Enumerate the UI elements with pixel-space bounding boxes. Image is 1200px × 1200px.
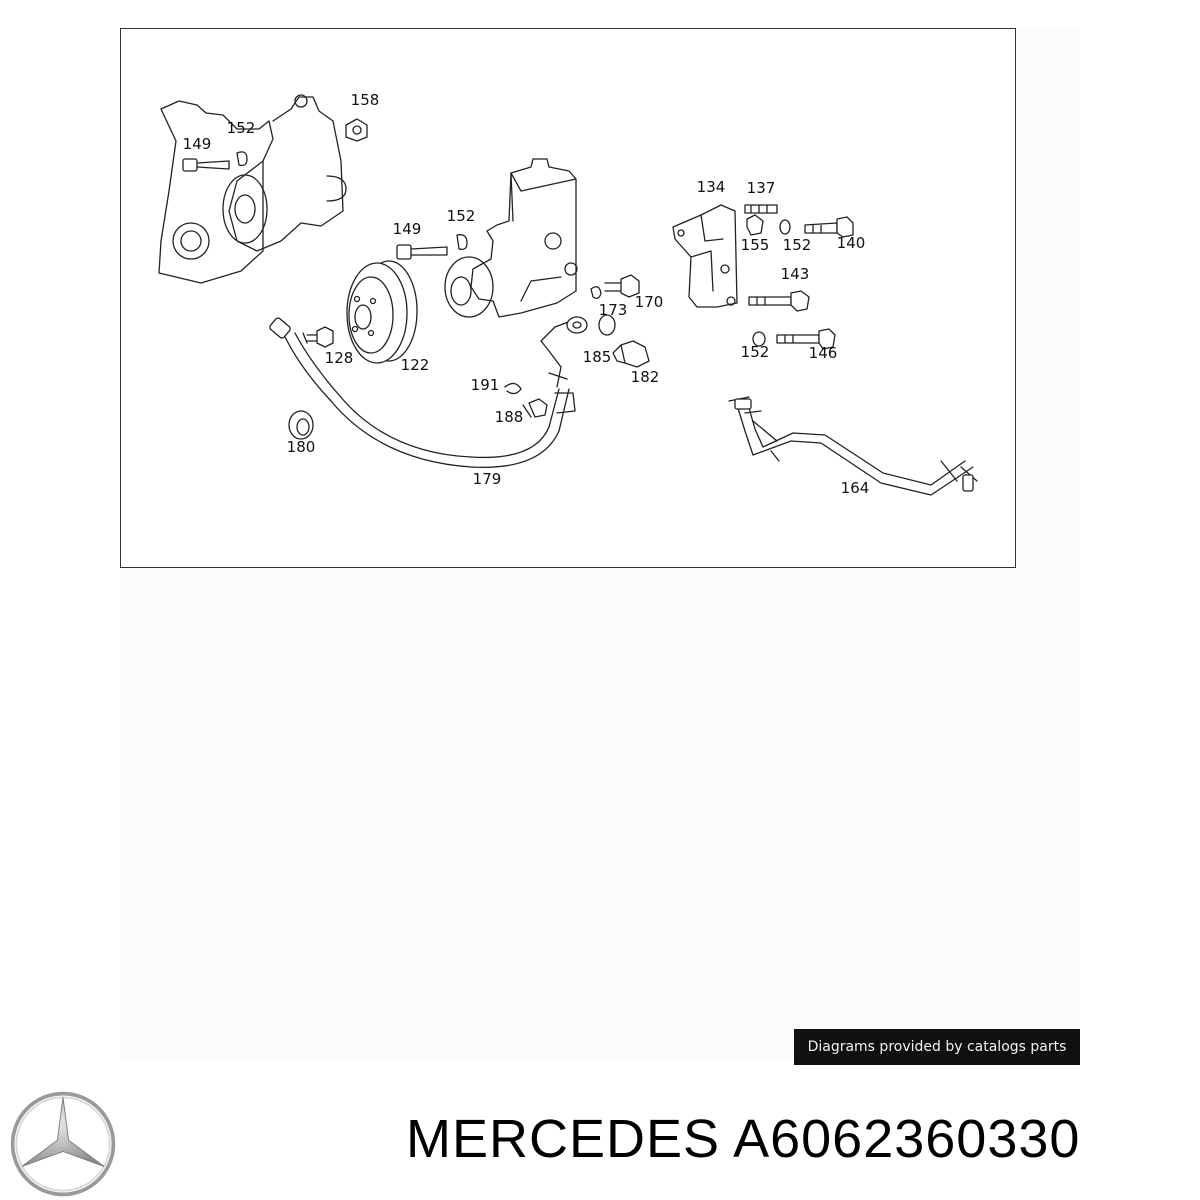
clip-191: [504, 382, 522, 395]
bolt-149-b: [396, 244, 448, 260]
bracket-134: [672, 204, 738, 308]
mercedes-star-icon: [10, 1091, 116, 1197]
bolt-140: [804, 216, 854, 238]
callout-128: 128: [325, 349, 354, 367]
return-line-164: [728, 396, 978, 496]
exploded-view-drawing: 158 152 149 134 137 149 152 155 152 140 143 170 173 1…: [158, 91, 978, 497]
callout-191: 191: [471, 376, 500, 394]
part-number: A6062360330: [733, 1109, 1081, 1169]
callout-185: 185: [583, 348, 612, 366]
callout-180: 180: [287, 438, 316, 456]
pressure-hose-179: [269, 316, 588, 469]
callout-179: 179: [473, 470, 502, 488]
callout-labels: 158 152 149 134 137 149 152 155 152 140 143 170 173 1…: [183, 91, 870, 497]
washer-152-c: [779, 219, 791, 235]
callout-152: 152: [783, 236, 812, 254]
callout-173: 173: [599, 301, 628, 319]
engine-cover-assembly: [158, 94, 347, 284]
callout-149: 149: [183, 135, 212, 153]
callout-152: 152: [227, 119, 256, 137]
bushing-180: [288, 410, 314, 440]
callout-134: 134: [697, 178, 726, 196]
callout-182: 182: [631, 368, 660, 386]
banjo-bolt-182: [612, 340, 650, 368]
callout-149: 149: [393, 220, 422, 238]
callout-146: 146: [809, 344, 838, 362]
callout-155: 155: [741, 236, 770, 254]
pulley-122: [346, 260, 418, 364]
bolt-188: [522, 398, 548, 418]
bolt-137: [744, 204, 778, 214]
bolt-170-173: [590, 274, 640, 299]
callout-140: 140: [837, 234, 866, 252]
washer-152-b: [456, 234, 468, 251]
callout-164: 164: [841, 479, 870, 497]
callout-152: 152: [741, 343, 770, 361]
part-title: MERCEDES A6062360330: [406, 1108, 1080, 1170]
bolt-143: [748, 290, 810, 312]
callout-137: 137: [747, 179, 776, 197]
callout-170: 170: [635, 293, 664, 311]
bolt-146: [776, 328, 836, 350]
callout-152: 152: [447, 207, 476, 225]
seal-185: [598, 314, 616, 336]
power-steering-pump: [444, 158, 578, 318]
washer-152-d: [752, 331, 766, 347]
washer-152-a: [236, 151, 248, 167]
nut-158: [345, 118, 368, 142]
callout-188: 188: [495, 408, 524, 426]
bolt-128: [302, 326, 334, 348]
diagram-credit-badge: Diagrams provided by catalogs parts: [794, 1029, 1080, 1065]
callout-143: 143: [781, 265, 810, 283]
brand-name: MERCEDES: [406, 1109, 721, 1169]
callout-158: 158: [351, 91, 380, 109]
bolt-149-a: [182, 158, 230, 172]
parts-diagram: 158 152 149 134 137 149 152 155 152 140 143 170 173 1…: [120, 28, 1016, 568]
callout-122: 122: [401, 356, 430, 374]
nut-155: [746, 214, 764, 236]
